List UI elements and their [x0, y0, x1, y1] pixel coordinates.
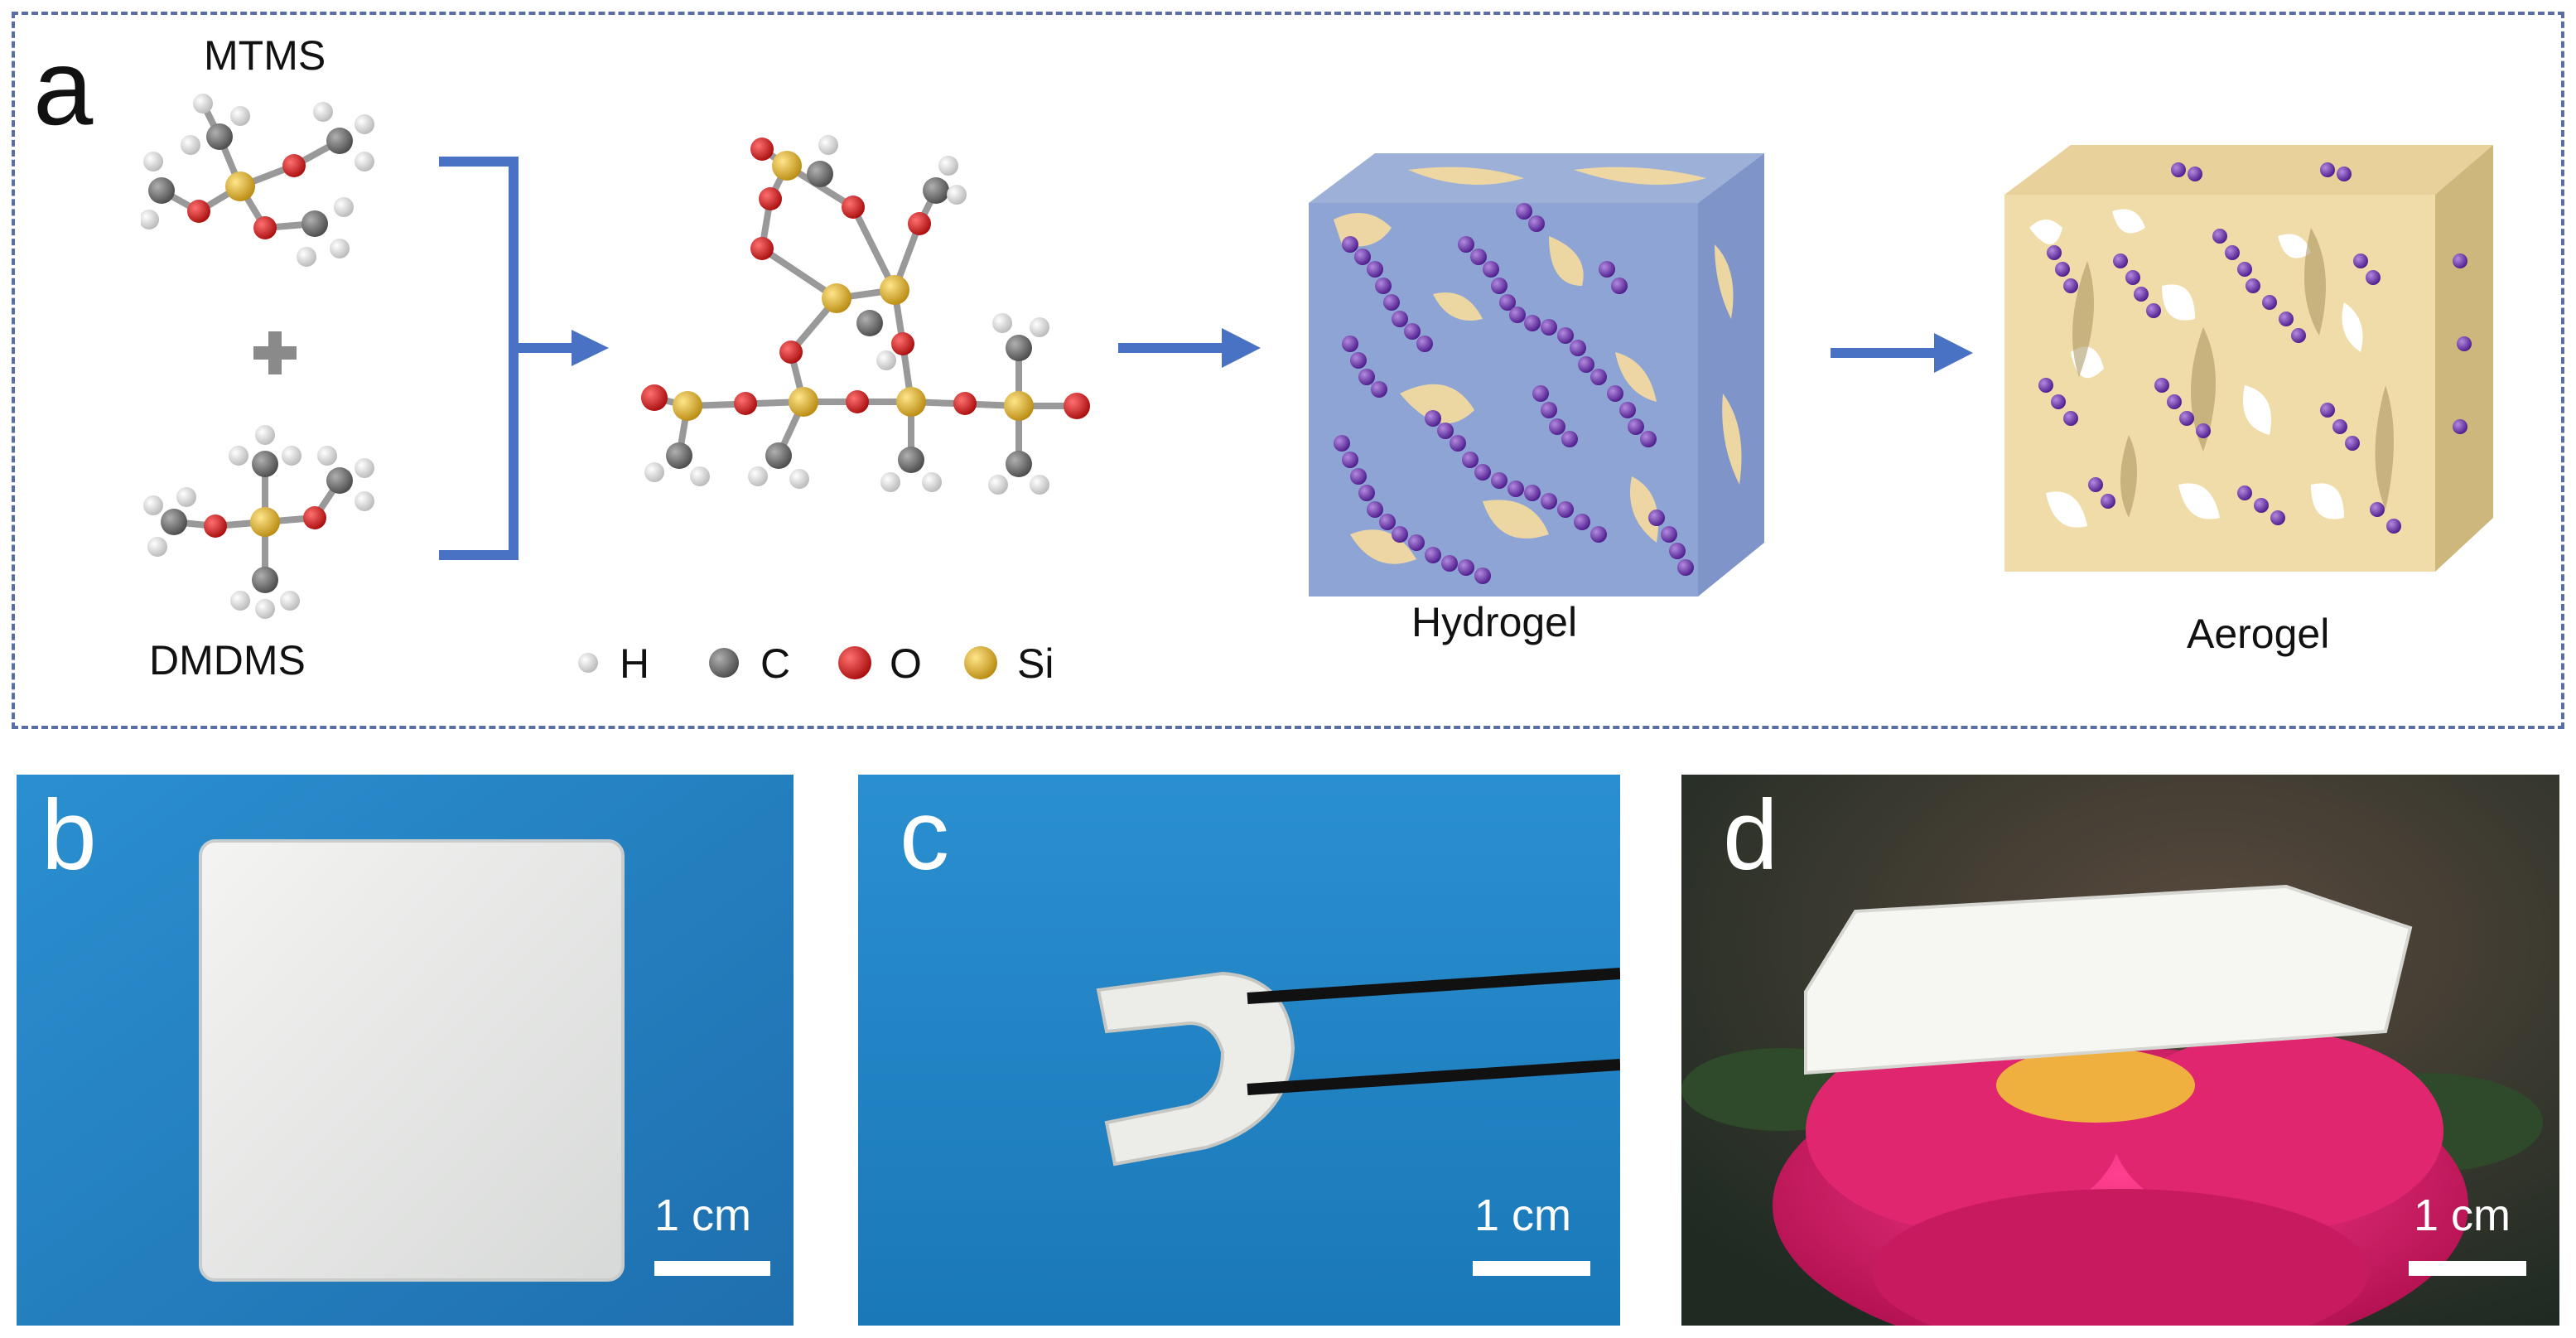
panel-c-scale-bar: [1473, 1261, 1590, 1276]
arrow-to-hydrogel: [1118, 328, 1261, 368]
aerogel-cube: [2004, 145, 2493, 572]
panel-c-illustration: [858, 775, 1620, 1326]
mtms-molecule: [141, 94, 374, 267]
legend-si-label: Si: [1017, 640, 1054, 687]
legend-c-label: C: [760, 640, 791, 687]
legend-o-swatch: [838, 646, 871, 679]
hydrogel-label: Hydrogel: [1411, 599, 1578, 645]
panel-c-label: c: [900, 780, 949, 891]
hydrogel-cube: [1309, 153, 1764, 597]
panel-b-scale-bar: [654, 1261, 770, 1276]
panel-c-scale-text: 1 cm: [1474, 1191, 1572, 1240]
panel-a-label: a: [33, 27, 94, 147]
legend-c-swatch: [709, 648, 739, 678]
mtms-label: MTMS: [204, 32, 326, 79]
legend-h-swatch: [578, 653, 598, 673]
arrow-to-aerogel: [1831, 333, 1973, 373]
panel-b-scale-text: 1 cm: [654, 1191, 752, 1240]
panel-b-illustration: [17, 775, 794, 1326]
plus-icon: [253, 331, 297, 374]
panel-d-scale-text: 1 cm: [2414, 1191, 2511, 1240]
siloxane-network-molecule: [641, 135, 1090, 495]
panel-d-photo: [1681, 775, 2559, 1326]
panel-c-photo: [858, 775, 1620, 1326]
panel-d-label: d: [1723, 780, 1778, 891]
panel-b-photo: [17, 775, 794, 1326]
panel-d-scale-bar: [2409, 1261, 2526, 1276]
dmdms-label: DMDMS: [149, 637, 306, 683]
panel-b-label: b: [41, 780, 97, 891]
legend-o-label: O: [890, 640, 922, 687]
aerogel-label: Aerogel: [2187, 611, 2330, 657]
legend-h-label: H: [620, 640, 650, 687]
legend-si-swatch: [964, 646, 997, 679]
dmdms-molecule: [143, 425, 374, 619]
combine-bracket-arrow: [439, 157, 609, 560]
panel-d-illustration: [1681, 775, 2559, 1326]
